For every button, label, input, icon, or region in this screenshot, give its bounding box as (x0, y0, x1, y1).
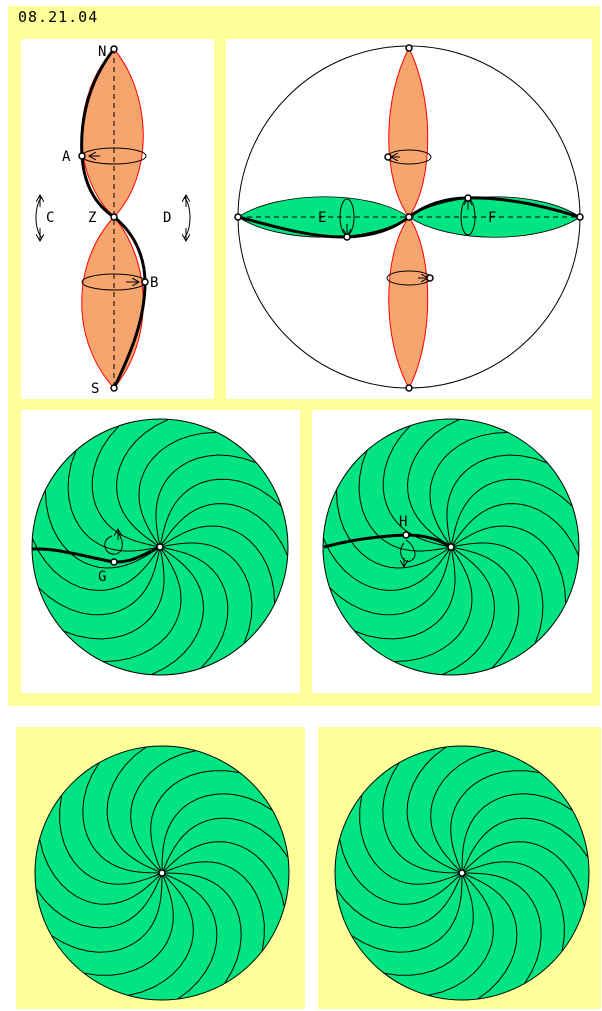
spiral-spoke (161, 872, 218, 1000)
spiral-spoke (450, 503, 580, 557)
spiral-spoke (161, 861, 265, 952)
spiral-spoke (161, 872, 242, 984)
spiral-spoke (159, 542, 253, 644)
crossed-petal-figure: E F (234, 44, 584, 392)
spiral-spoke (39, 839, 163, 905)
label-d: D (163, 210, 171, 226)
vertical-petal-figure: N A Z B S C D (35, 44, 191, 397)
spiral-spoke (383, 872, 474, 976)
spiral-spoke (161, 817, 289, 874)
spiral-spoke (51, 872, 163, 953)
spiral-spoke (461, 872, 542, 984)
spiral-spoke (161, 793, 273, 874)
spiral-spoke (358, 450, 452, 552)
label-z: Z (88, 210, 96, 226)
spiral-spoke (450, 546, 520, 669)
spiral-disc-lower-left (34, 745, 290, 1001)
spiral-spoke (44, 489, 161, 569)
spiral-spoke (382, 762, 463, 874)
spiral-spoke (461, 817, 589, 874)
spiral-spoke (59, 794, 163, 885)
spiral-spoke (351, 872, 463, 953)
spiral-spoke (82, 762, 163, 874)
label-f: F (488, 210, 496, 226)
spiral-spoke (128, 872, 194, 996)
spiral-spoke (354, 546, 456, 640)
spiral-spoke (393, 546, 473, 663)
spiral-spoke (31, 537, 161, 591)
rotation-indicator-d: D (163, 196, 191, 240)
spiral-spoke (450, 542, 544, 644)
spiral-spoke (441, 546, 495, 676)
spiral-spoke (450, 478, 573, 548)
label-g: G (98, 569, 106, 585)
spiral-spoke (450, 525, 567, 605)
spiral-spoke (38, 546, 161, 616)
spiral-spoke (461, 793, 573, 874)
spiral-spoke (130, 750, 196, 874)
point-b (141, 278, 149, 286)
spiral-spoke (150, 546, 204, 676)
spiral-spoke (446, 454, 548, 548)
label-s: S (91, 381, 99, 397)
label-h: H (399, 514, 407, 530)
disc-hub (458, 869, 466, 877)
label-e: E (318, 210, 326, 226)
point-n (110, 45, 118, 53)
spiral-spoke (382, 425, 452, 548)
disc-hub (158, 869, 166, 877)
spiral-spoke (63, 546, 165, 640)
spiral-spoke (67, 450, 161, 552)
spiral-spoke (428, 872, 494, 996)
spiral-spoke (159, 503, 289, 557)
label-n: N (98, 44, 106, 60)
spiral-spoke (161, 841, 285, 907)
label-a: A (62, 149, 71, 165)
spiral-spoke (429, 431, 509, 548)
disc-h-annotations: H (323, 514, 455, 566)
spiral-spoke (430, 750, 496, 874)
spiral-spoke (35, 872, 163, 929)
spiral-spoke (406, 746, 463, 874)
spiral-spoke (91, 425, 161, 548)
label-b: B (150, 275, 158, 291)
spiral-spoke (116, 418, 170, 548)
label-c: C (46, 210, 54, 226)
date-code-title: 08.21.04 (18, 8, 99, 26)
spiral-spoke (461, 841, 585, 907)
spiral-spoke (102, 546, 182, 663)
rotation-indicator-c: C (35, 196, 54, 240)
point-s (110, 384, 118, 392)
spiral-spoke (106, 746, 163, 874)
spiral-spoke (322, 537, 452, 591)
spiral-spoke (159, 525, 276, 605)
spiral-spoke (461, 861, 565, 952)
spiral-spoke (150, 770, 241, 874)
point-z (110, 213, 118, 221)
point-a (78, 152, 86, 160)
spiral-spoke (335, 872, 463, 929)
spiral-spoke (339, 839, 463, 905)
spiral-spoke (159, 478, 282, 548)
spiral-spoke (83, 872, 174, 976)
lower-orange-petal (388, 216, 429, 390)
spiral-spoke (329, 546, 452, 616)
spiral-spoke (407, 418, 461, 548)
spiral-spoke (450, 770, 541, 874)
spiral-spoke (138, 431, 218, 548)
spiral-disc-lower-right (334, 745, 590, 1001)
disc-g-annotations: G (31, 530, 164, 585)
spiral-spoke (159, 546, 229, 669)
spiral-spoke (461, 872, 518, 1000)
spiral-spoke (359, 794, 463, 885)
spiral-spoke (155, 454, 257, 548)
spiral-spoke (335, 489, 452, 569)
upper-orange-petal (388, 46, 429, 218)
